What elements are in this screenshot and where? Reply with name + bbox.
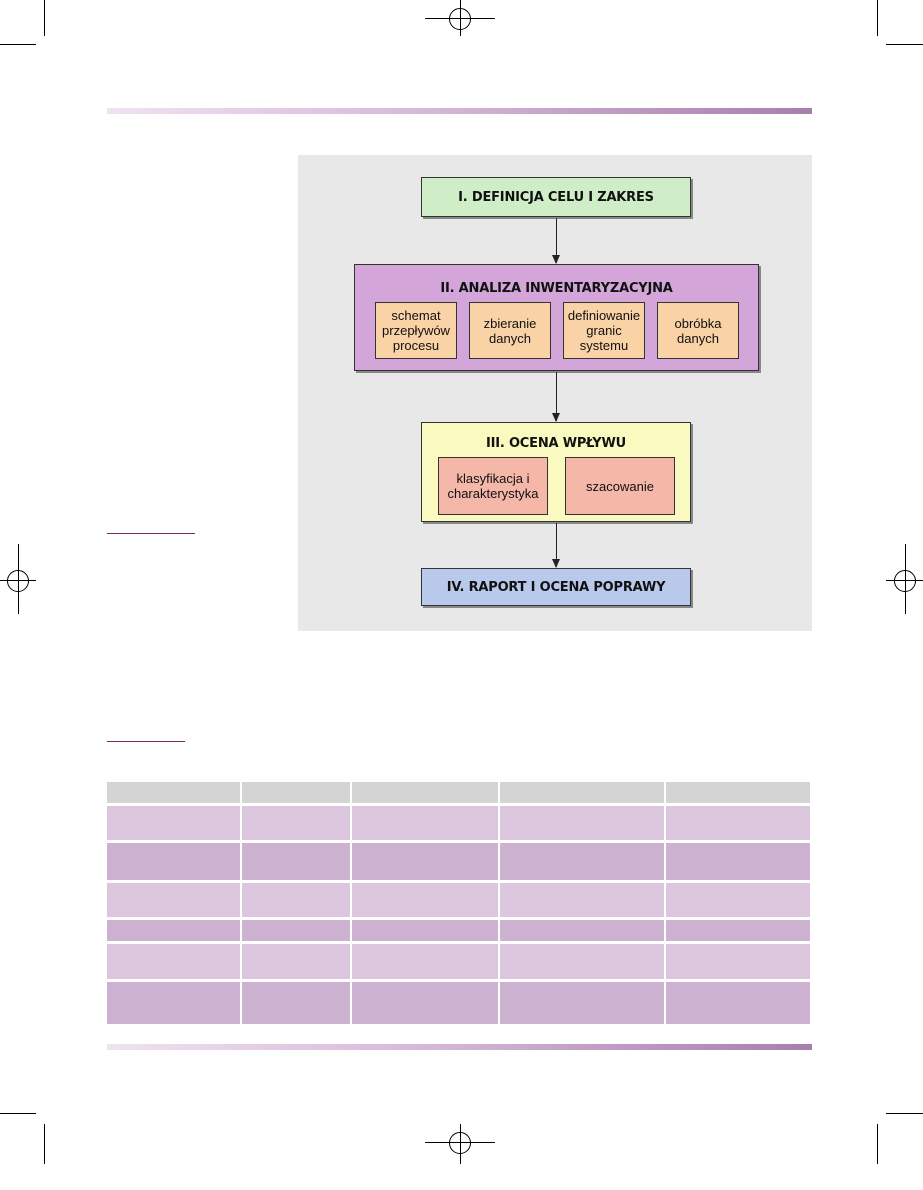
table-cell — [352, 982, 500, 1024]
table-cell — [500, 982, 666, 1024]
table-cell — [500, 944, 666, 982]
crop-mark — [0, 1113, 36, 1114]
table-cell — [500, 883, 666, 920]
table-cell — [107, 920, 242, 944]
table-cell — [666, 843, 810, 883]
table-row — [107, 843, 810, 883]
stage-4-title: IV. RAPORT I OCENA POPRAWY — [446, 580, 666, 595]
table-cell — [666, 806, 810, 843]
table-header-cell — [666, 782, 810, 806]
table-cell — [352, 944, 500, 982]
crop-mark — [877, 1124, 878, 1164]
stage-2-title: II. ANALIZA INWENTARYZACYJNA — [440, 281, 673, 296]
figure-caption-underline — [107, 533, 195, 534]
table-cell — [666, 883, 810, 920]
table-caption-underline — [107, 741, 185, 742]
crop-mark — [44, 1124, 45, 1164]
table-cell — [242, 944, 352, 982]
stage-3-title: III. OCENA WPŁYWU — [485, 436, 626, 451]
arrow-2-3 — [552, 372, 560, 422]
lca-diagram: I. DEFINICJA CELU I ZAKRES II. ANALIZA I… — [298, 155, 812, 631]
arrow-1-2 — [552, 218, 560, 264]
table-cell — [242, 843, 352, 883]
data-table — [107, 782, 810, 1024]
table-cell — [242, 920, 352, 944]
table-cell — [666, 920, 810, 944]
step-data-processing: obróbka danych — [657, 302, 739, 359]
crop-mark — [877, 0, 878, 36]
table-row — [107, 883, 810, 920]
table-cell — [242, 806, 352, 843]
table-cell — [107, 806, 242, 843]
table-cell — [352, 806, 500, 843]
table-header-cell — [500, 782, 666, 806]
table-row — [107, 806, 810, 843]
stage-1-box: I. DEFINICJA CELU I ZAKRES — [421, 177, 691, 217]
step-evaluation: szacowanie — [565, 457, 675, 515]
table-cell — [107, 883, 242, 920]
table-header-row — [107, 782, 810, 806]
crop-mark — [44, 0, 45, 36]
stage-1-title: I. DEFINICJA CELU I ZAKRES — [458, 190, 654, 205]
stage-4-box: IV. RAPORT I OCENA POPRAWY — [421, 568, 691, 606]
crop-mark — [886, 44, 923, 45]
crop-mark — [0, 44, 36, 45]
table-cell — [242, 883, 352, 920]
table-cell — [500, 806, 666, 843]
table-row — [107, 920, 810, 944]
table-cell — [352, 920, 500, 944]
table-cell — [500, 843, 666, 883]
step-system-boundaries: definiowanie granic systemu — [563, 302, 645, 359]
table-cell — [666, 944, 810, 982]
table-cell — [107, 944, 242, 982]
table-header-cell — [107, 782, 242, 806]
crop-mark — [886, 1113, 923, 1114]
table-header-cell — [242, 782, 352, 806]
table-cell — [352, 883, 500, 920]
step-data-collection: zbieranie danych — [469, 302, 551, 359]
table-cell — [352, 843, 500, 883]
table-row — [107, 982, 810, 1024]
table-header-cell — [352, 782, 500, 806]
table-cell — [107, 843, 242, 883]
table-cell — [242, 982, 352, 1024]
step-classification: klasyfikacja i charakterystyka — [438, 457, 548, 515]
footer-rule — [107, 1044, 812, 1050]
stage-3-box: III. OCENA WPŁYWU klasyfikacja i charakt… — [421, 422, 691, 522]
table-row — [107, 944, 810, 982]
table-cell — [107, 982, 242, 1024]
table-cell — [666, 982, 810, 1024]
step-process-flow: schemat przepływów procesu — [375, 302, 457, 359]
table-cell — [500, 920, 666, 944]
header-rule — [107, 108, 812, 114]
stage-2-box: II. ANALIZA INWENTARYZACYJNA schemat prz… — [354, 264, 759, 371]
arrow-3-4 — [552, 523, 560, 568]
